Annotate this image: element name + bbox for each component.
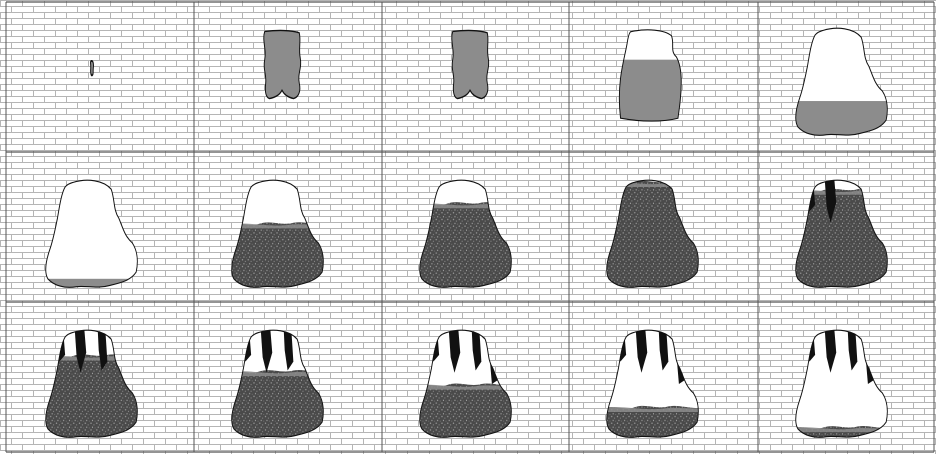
evolution-diagram [0, 0, 936, 454]
diagram-canvas [0, 0, 936, 454]
